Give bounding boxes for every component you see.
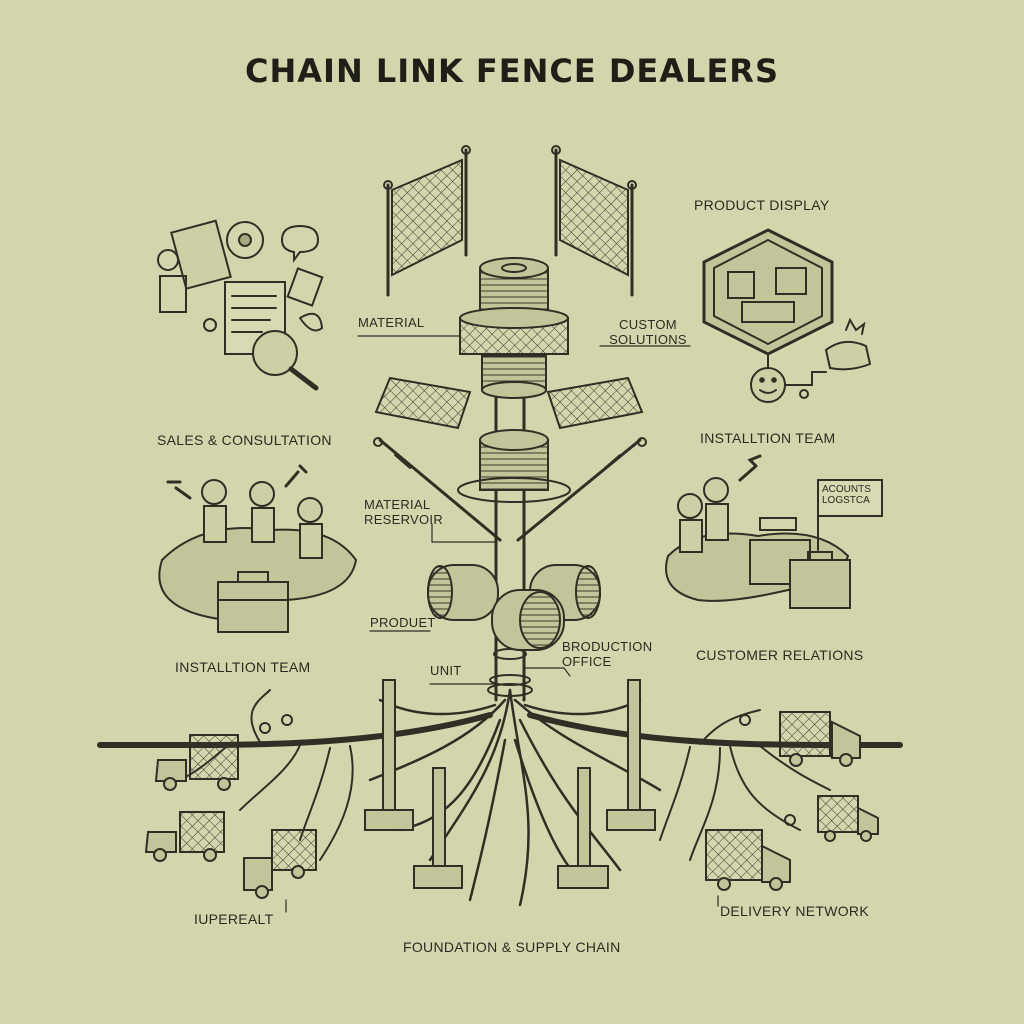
- installation-team-left-illustration: [158, 464, 358, 633]
- label-sales-consultation: SALES & CONSULTATION: [157, 432, 332, 448]
- label-produet: PRODUET: [370, 615, 436, 630]
- label-customer-relations: CUSTOMER RELATIONS: [696, 647, 864, 663]
- page-title: CHAIN LINK FENCE DEALERS: [245, 52, 779, 90]
- label-custom-solutions: CUSTOM SOLUTIONS: [609, 317, 687, 347]
- leader-lines: [285, 335, 719, 913]
- label-material-reservoir: MATERIAL RESERVOIR: [364, 497, 444, 527]
- label-material: MATERIAL: [358, 315, 425, 330]
- label-delivery-network: DELIVERY NETWORK: [720, 903, 869, 919]
- label-iupereat: IUPEREALT: [194, 911, 274, 927]
- left-top-fence: [383, 145, 471, 297]
- accounts-sign-text: ACOUNTS LOGSTCA: [822, 484, 871, 506]
- installation-team-right-illustration: [665, 454, 883, 609]
- product-display-illustration: [702, 228, 872, 403]
- delivery-trucks-left: [144, 734, 317, 899]
- label-foundation-supply-chain: FOUNDATION & SUPPLY CHAIN: [403, 939, 621, 955]
- label-broduction-office: BRODUCTION OFFICE: [562, 639, 653, 669]
- right-top-fence: [551, 145, 637, 297]
- reservoir-spool: [457, 429, 571, 503]
- label-installation-team-right: INSTALLTION TEAM: [700, 430, 836, 446]
- delivery-trucks-right: [705, 711, 879, 891]
- top-spool: [459, 257, 569, 399]
- side-mesh-panels: [374, 376, 644, 430]
- label-product-display: PRODUCT DISPLAY: [694, 197, 830, 213]
- label-installation-team-left: INSTALLTION TEAM: [175, 659, 311, 675]
- sales-consultation-illustration: [157, 219, 324, 391]
- foundation-posts: [364, 679, 656, 889]
- y-branches: [373, 437, 647, 542]
- product-coils: [427, 564, 601, 651]
- label-unit: UNIT: [430, 663, 462, 678]
